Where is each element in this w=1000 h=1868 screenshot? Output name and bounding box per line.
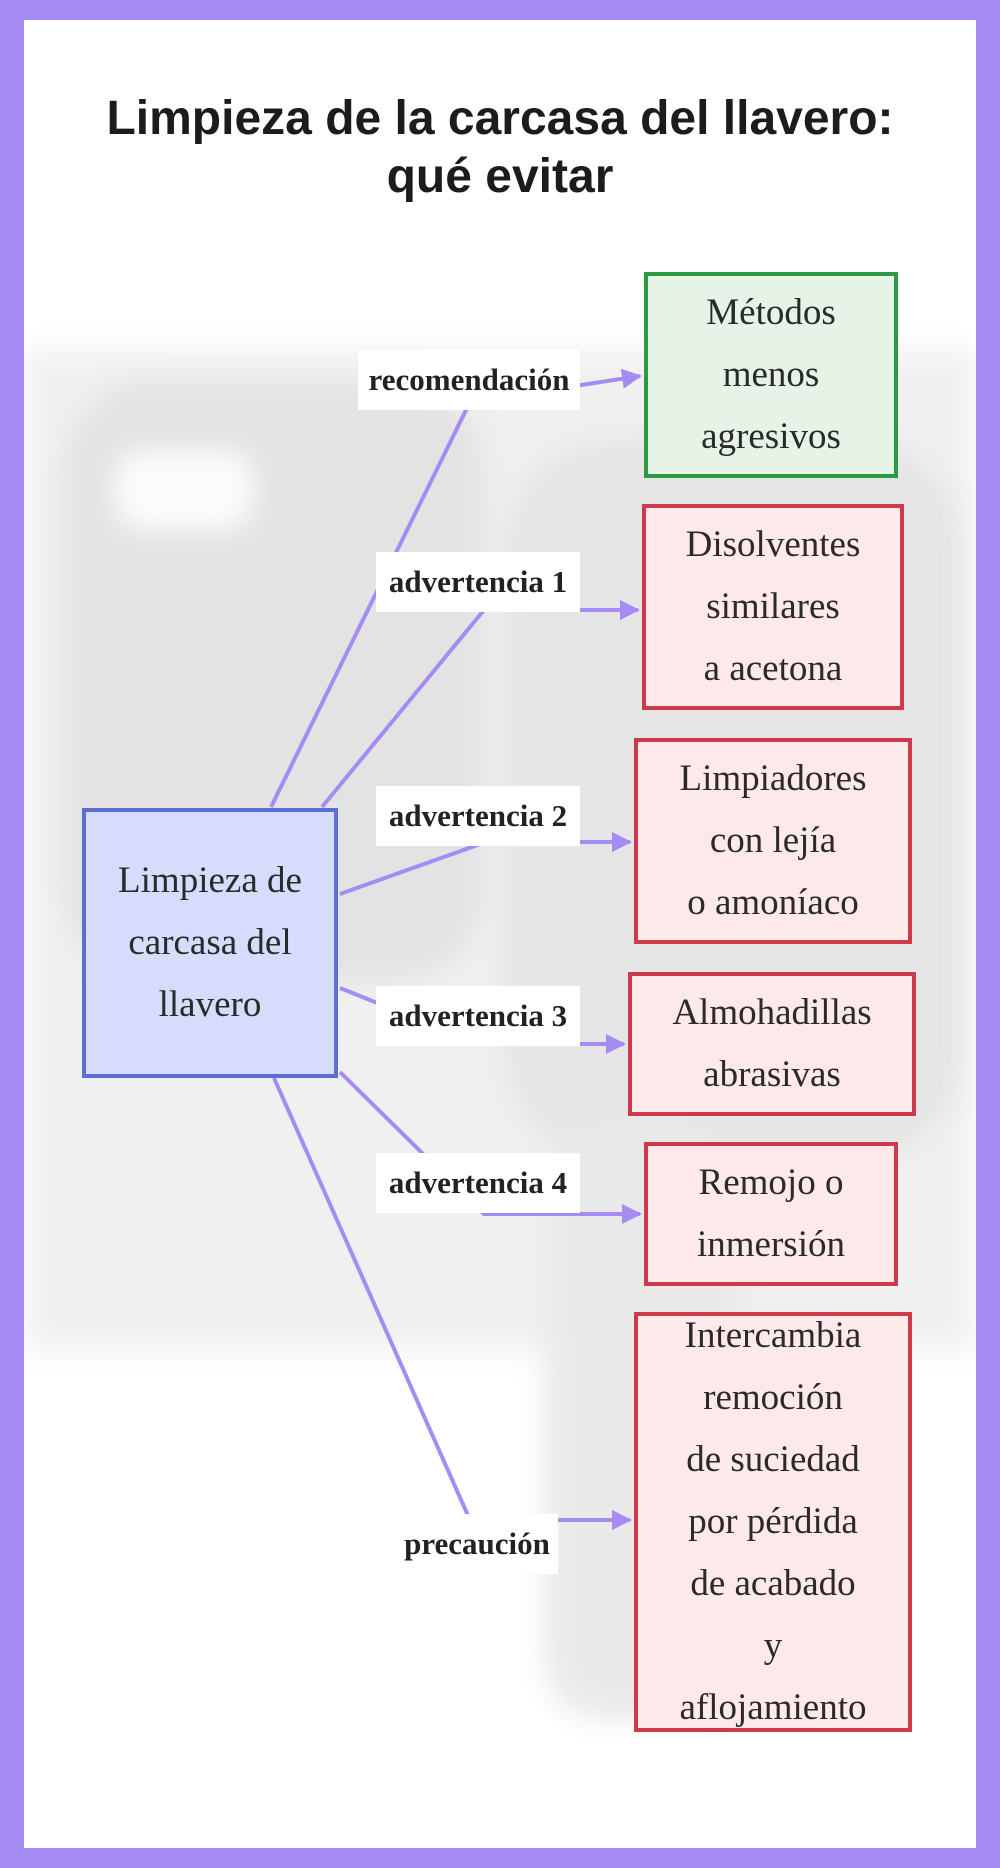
diagram-title: Limpieza de la carcasa del llavero: qué … bbox=[106, 92, 894, 203]
warning-node-6: Intercambia remoción de suciedad por pér… bbox=[634, 1312, 912, 1732]
edge-label-5: advertencia 4 bbox=[376, 1153, 580, 1213]
edge-label-1: recomendación bbox=[358, 350, 580, 410]
warning-node-5: Remojo o inmersión bbox=[644, 1142, 898, 1286]
edge-label-2: advertencia 1 bbox=[376, 552, 580, 612]
root-node: Limpieza de carcasa del llavero bbox=[82, 808, 338, 1078]
edge-label-6: precaución bbox=[396, 1514, 558, 1574]
edge-label-3: advertencia 2 bbox=[376, 786, 580, 846]
warning-node-2: Disolventes similares a acetona bbox=[642, 504, 904, 710]
connector-6 bbox=[272, 1077, 632, 1530]
warning-node-3: Limpiadores con lejía o amoníaco bbox=[634, 738, 912, 944]
connector-2 bbox=[320, 600, 640, 809]
diagram-card: Limpieza de la carcasa del llavero: qué … bbox=[24, 20, 976, 1848]
recommendation-node: Métodos menos agresivos bbox=[644, 272, 898, 478]
edge-label-4: advertencia 3 bbox=[376, 986, 580, 1046]
connector-5 bbox=[338, 1070, 642, 1224]
connector-3 bbox=[339, 832, 632, 896]
warning-node-4: Almohadillas abrasivas bbox=[628, 972, 916, 1116]
